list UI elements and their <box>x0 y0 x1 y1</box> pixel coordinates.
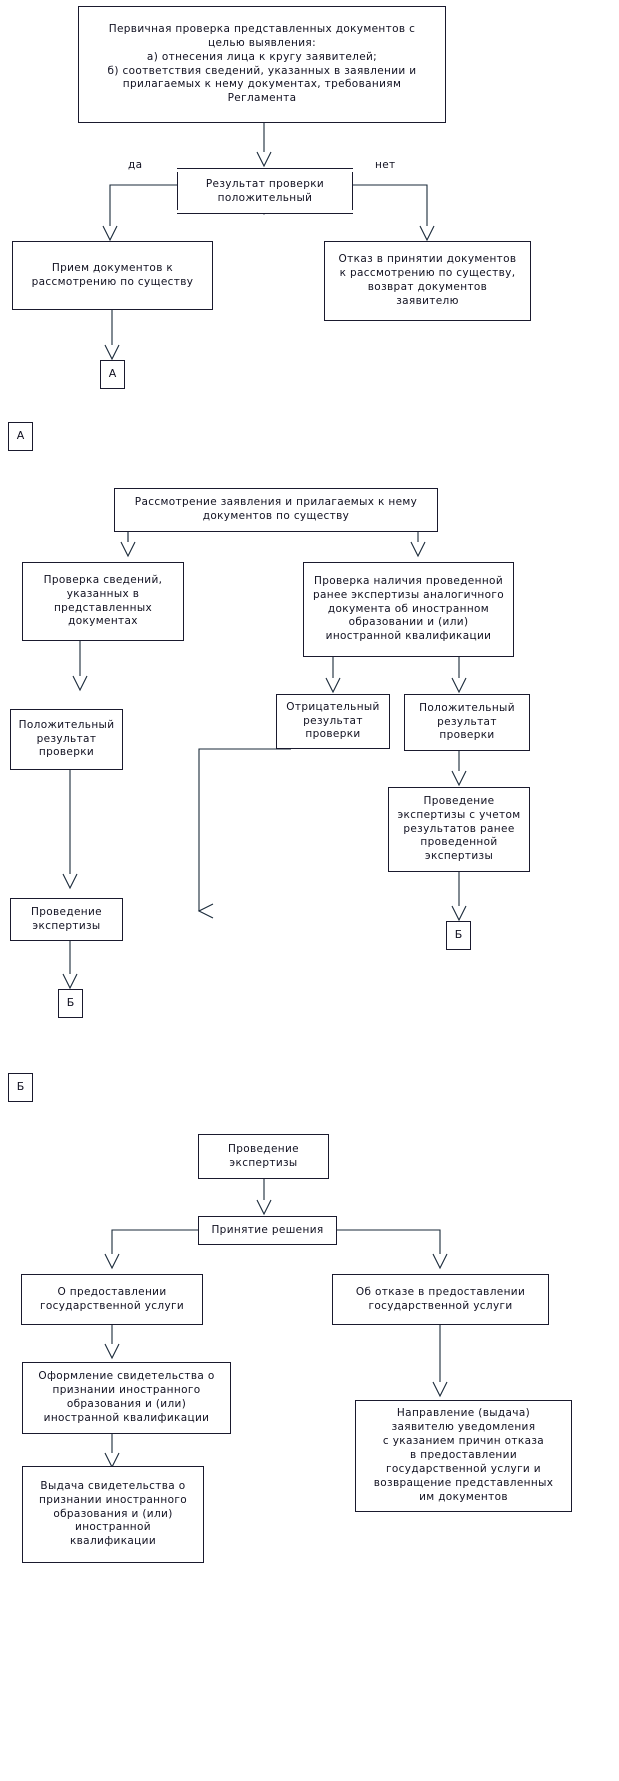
box-expertise-with-prior-results[interactable]: Проведение экспертизы с учетом результат… <box>388 787 530 872</box>
box-review-application[interactable]: Рассмотрение заявления и прилагаемых к н… <box>114 488 438 532</box>
box-refuse-documents[interactable]: Отказ в принятии документов к рассмотрен… <box>324 241 531 321</box>
box-expertise-final[interactable]: Проведение экспертизы <box>198 1134 329 1179</box>
edge-label-yes: да <box>128 159 143 171</box>
box-positive-result-left[interactable]: Положительный результат проверки <box>10 709 123 770</box>
box-prepare-certificate[interactable]: Оформление свидетельства о признании ино… <box>22 1362 231 1434</box>
box-initial-check[interactable]: Первичная проверка представленных докуме… <box>78 6 446 123</box>
box-check-submitted-info[interactable]: Проверка сведений, указанных в представл… <box>22 562 184 641</box>
decision-check-result[interactable]: Результат проверки положительный <box>177 168 353 214</box>
connector-out-b-right[interactable]: Б <box>446 921 471 950</box>
box-conduct-expertise[interactable]: Проведение экспертизы <box>10 898 123 941</box>
box-check-prior-expertise[interactable]: Проверка наличия проведенной ранее экспе… <box>303 562 514 657</box>
box-accept-documents[interactable]: Прием документов к рассмотрению по сущес… <box>12 241 213 310</box>
box-negative-result[interactable]: Отрицательный результат проверки <box>276 694 390 749</box>
box-positive-result-right[interactable]: Положительный результат проверки <box>404 694 530 751</box>
box-decision-making[interactable]: Принятие решения <box>198 1216 337 1245</box>
box-send-refusal-notice[interactable]: Направление (выдача) заявителю уведомлен… <box>355 1400 572 1512</box>
connector-out-b-left[interactable]: Б <box>58 989 83 1018</box>
connector-in-b[interactable]: Б <box>8 1073 33 1102</box>
connector-in-a[interactable]: А <box>8 422 33 451</box>
box-issue-certificate[interactable]: Выдача свидетельства о признании иностра… <box>22 1466 204 1563</box>
edge-label-no: нет <box>375 159 396 171</box>
connector-out-a[interactable]: А <box>100 360 125 389</box>
box-grant-service[interactable]: О предоставлении государственной услуги <box>21 1274 203 1325</box>
box-deny-service[interactable]: Об отказе в предоставлении государственн… <box>332 1274 549 1325</box>
